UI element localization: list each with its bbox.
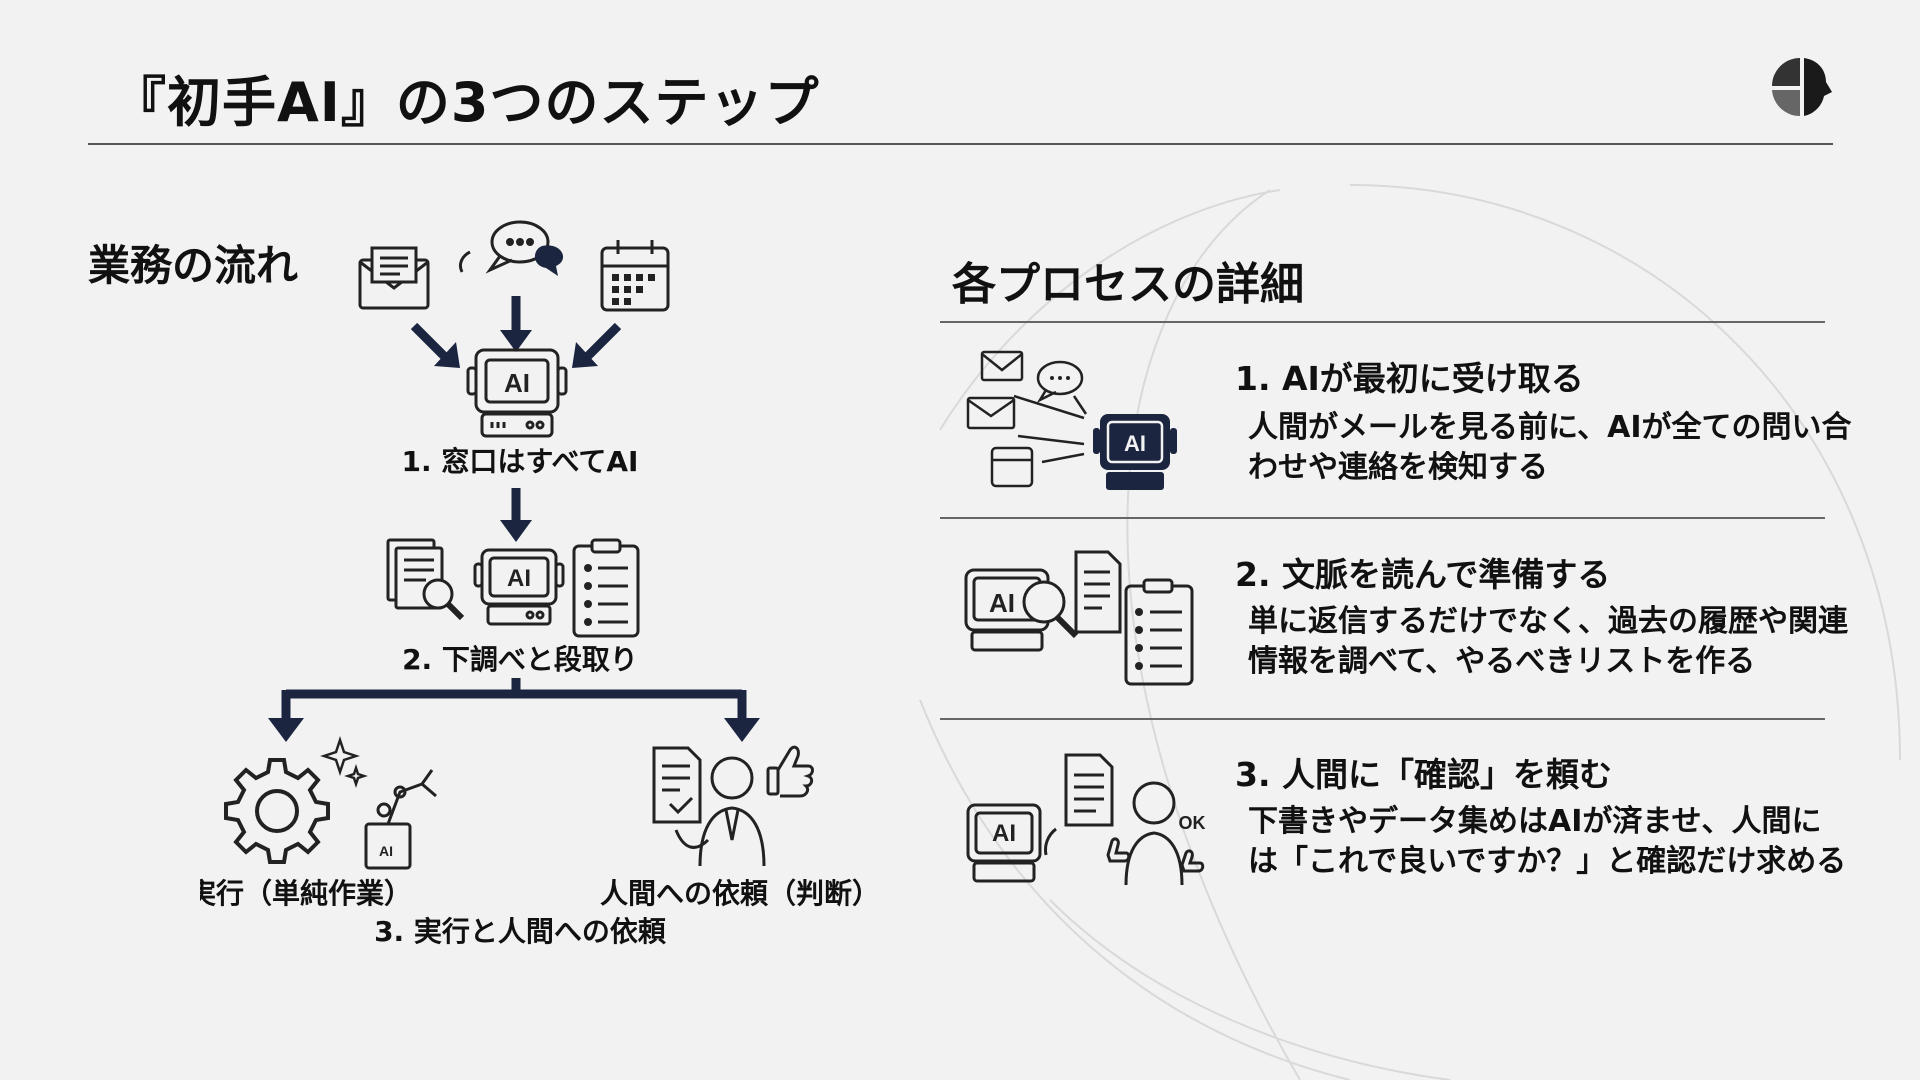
sparkle-icon: [320, 736, 368, 788]
chat-bubbles-icon: [458, 220, 550, 274]
process-divider: [940, 517, 1825, 519]
workflow-heading: 業務の流れ: [88, 241, 299, 290]
process2-icon: AI: [964, 550, 1194, 686]
process-detail-heading: 各プロセスの詳細: [952, 259, 1304, 310]
process3-icon: AI OK: [966, 753, 1206, 886]
process1-ai-label: AI: [1124, 431, 1146, 456]
process3-description: 下書きやデータ集めはAIが済ませ、人間には「これで良いですか？」と確認だけ求める: [1248, 804, 1847, 879]
process1-description: 人間がメールを見る前に、AIが全ての問い合わせや連絡を検知する: [1248, 410, 1852, 485]
ai-label-1: AI: [504, 368, 530, 398]
ai-robot-icon: [473, 548, 565, 626]
process1-title: 1. AIが最初に受け取る: [1235, 359, 1584, 398]
branch-execute-label: 実行（単純作業）: [200, 877, 412, 910]
ai-label-2: AI: [507, 565, 531, 592]
robot-arm-icon: [364, 769, 437, 870]
workflow-diagram: AI 1. 窓口はすべてAI AI 2. 下調べと段取り: [200, 220, 880, 948]
step1-label: 1. 窓口はすべてAI: [401, 445, 639, 478]
checklist-clipboard-icon: [572, 538, 640, 638]
step3-label: 3. 実行と人間への依頼: [374, 915, 666, 948]
mail-icon: [358, 246, 430, 310]
document-search-icon: [386, 538, 465, 621]
process1-icon: AI: [966, 350, 1177, 490]
businessman-icon: [674, 756, 766, 867]
process2-title: 2. 文脈を読んで準備する: [1235, 555, 1611, 594]
process3-ai-label: AI: [992, 820, 1016, 847]
step2-label: 2. 下調べと段取り: [402, 643, 638, 676]
page-title: 『初手AI』の3つのステップ: [112, 71, 820, 134]
process-divider: [940, 718, 1825, 720]
ai-robot-icon: [466, 348, 568, 438]
process3-title: 3. 人間に「確認」を頼む: [1235, 755, 1612, 794]
process2-ai-label: AI: [989, 588, 1015, 618]
brand-logo-icon: [1772, 58, 1832, 117]
branch-human-label: 人間への依頼（判断）: [599, 877, 880, 910]
process2-description: 単に返信するだけでなく、過去の履歴や関連情報を調べて、やるべきリストを作る: [1248, 604, 1848, 679]
chat-bubble-filled-icon: [534, 245, 564, 276]
thumbs-up-icon: [766, 745, 814, 798]
calendar-icon: [600, 240, 670, 312]
gear-icon: [224, 758, 330, 864]
checked-document-icon: [652, 746, 702, 824]
process-divider: [940, 321, 1825, 323]
ok-label: OK: [1179, 813, 1206, 833]
title-divider: [88, 143, 1833, 145]
ai-label-arm: AI: [379, 843, 393, 859]
